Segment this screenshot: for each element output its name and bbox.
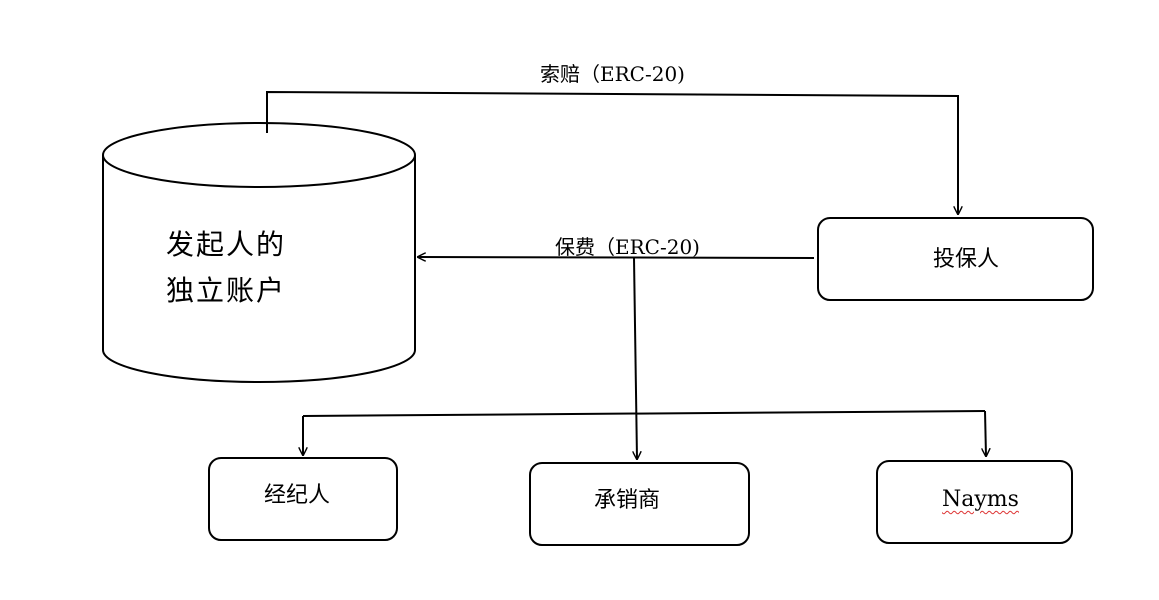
premium-edge-label: 保费（ERC-20): [555, 235, 700, 259]
nayms-edge: [985, 410, 986, 456]
account-database-label-line2: 独立账户: [166, 274, 287, 307]
distribution-bar: [302, 410, 986, 417]
account-database-node: [102, 122, 416, 383]
claim-edge-label: 索赔（ERC-20): [540, 62, 685, 86]
nayms-label: Nayms: [942, 487, 1019, 512]
nayms-node: [876, 460, 1073, 544]
underwriter-label: 承销商: [594, 488, 661, 513]
claim-edge: [266, 90, 958, 214]
insured-node: [817, 217, 1094, 301]
broker-node: [208, 457, 398, 541]
insured-label: 投保人: [933, 247, 1000, 272]
underwriter-node: [529, 462, 750, 546]
premium-edge: [418, 257, 815, 258]
account-database-label: 发起人的 独立账户: [166, 222, 286, 314]
account-database-label-line1: 发起人的: [166, 228, 287, 261]
underwriter-edge: [634, 257, 637, 459]
broker-label: 经纪人: [264, 483, 331, 508]
